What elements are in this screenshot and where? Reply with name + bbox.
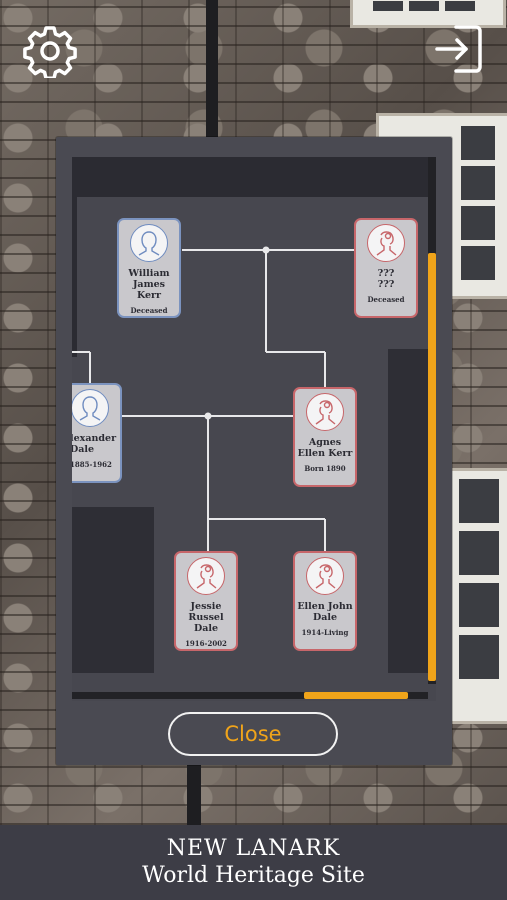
site-footer: NEW LANARK World Heritage Site [0, 825, 507, 900]
horizontal-scrollbar-track[interactable] [72, 692, 428, 699]
person-name: William James Kerr [128, 268, 170, 301]
window-lower [448, 468, 507, 724]
female-portrait-icon [367, 224, 405, 262]
person-card-agnes-ellen-kerr[interactable]: Agnes Ellen Kerr Born 1890 [293, 387, 357, 487]
person-name: Ellen John Dale [297, 601, 353, 623]
tree-connector-lines [72, 246, 354, 551]
person-card-alexander-dale[interactable]: lexander Dale 1885-1962 [72, 383, 122, 483]
person-dates: 1916-2002 [185, 639, 227, 648]
person-card-jessie-russel-dale[interactable]: Jessie Russel Dale 1916-2002 [174, 551, 238, 651]
sign-in-arrow-icon [435, 25, 482, 73]
person-name: Agnes Ellen Kerr [297, 437, 353, 459]
female-portrait-icon [306, 393, 344, 431]
male-portrait-icon [72, 389, 109, 427]
person-card-william-james-kerr[interactable]: William James Kerr Deceased [117, 218, 181, 318]
male-portrait-icon [130, 224, 168, 262]
person-name: ?????? [377, 268, 395, 290]
female-portrait-icon [306, 557, 344, 595]
settings-button[interactable] [23, 24, 77, 80]
footer-subtitle: World Heritage Site [142, 863, 365, 888]
person-dates: Born 1890 [304, 464, 346, 473]
tree-left-edge [72, 197, 77, 357]
drain-pipe-lower [187, 762, 201, 826]
tree-top-band [72, 157, 436, 197]
exit-button[interactable] [432, 22, 486, 76]
person-dates: 1885-1962 [72, 460, 112, 469]
person-card-ellen-john-dale[interactable]: Ellen John Dale 1914-Living [293, 551, 357, 651]
person-name: lexander Dale [72, 433, 117, 455]
person-dates: 1914-Living [301, 628, 349, 637]
tree-shadow-block-left [72, 507, 154, 673]
family-tree-modal: William James Kerr Deceased ?????? Decea… [56, 137, 452, 765]
close-button[interactable]: Close [168, 712, 338, 756]
window-top [350, 0, 506, 28]
person-dates: Deceased [367, 295, 405, 304]
person-card-unknown[interactable]: ?????? Deceased [354, 218, 418, 318]
drain-pipe [206, 0, 218, 140]
family-tree-viewport[interactable]: William James Kerr Deceased ?????? Decea… [72, 157, 436, 701]
vertical-scrollbar-thumb[interactable] [428, 253, 436, 681]
gear-icon [23, 26, 77, 80]
footer-title: NEW LANARK [166, 836, 341, 861]
person-dates: Deceased [130, 306, 168, 315]
horizontal-scrollbar-thumb[interactable] [304, 692, 408, 699]
female-portrait-icon [187, 557, 225, 595]
person-name: Jessie Russel Dale [188, 601, 224, 634]
